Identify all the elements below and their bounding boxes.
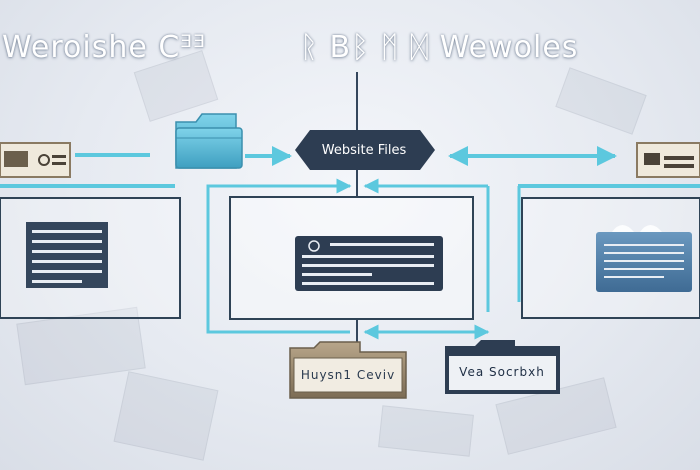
- headline-left: Weroishe Cᴲᴲ: [2, 30, 207, 65]
- folder-icon: [175, 113, 243, 169]
- connector-bracket-left: [206, 178, 352, 334]
- bottom-left-folder-label: Huysn1 Ceviv: [300, 368, 396, 382]
- bottom-right-folder-label: Vea Socrbxh: [459, 365, 545, 379]
- document-icon: [596, 225, 692, 292]
- folder-icon: [289, 341, 407, 399]
- machine-icon: [636, 142, 700, 178]
- folder-icon: [445, 340, 560, 394]
- document-icon: [26, 222, 108, 288]
- headline-right: ᚱ Bᛒ ᛗ ᛞ Wewoles: [300, 30, 579, 65]
- document-icon: [295, 236, 443, 291]
- machine-icon: [0, 142, 71, 178]
- center-node: [295, 130, 435, 170]
- center-node-label: Website Files: [321, 142, 407, 158]
